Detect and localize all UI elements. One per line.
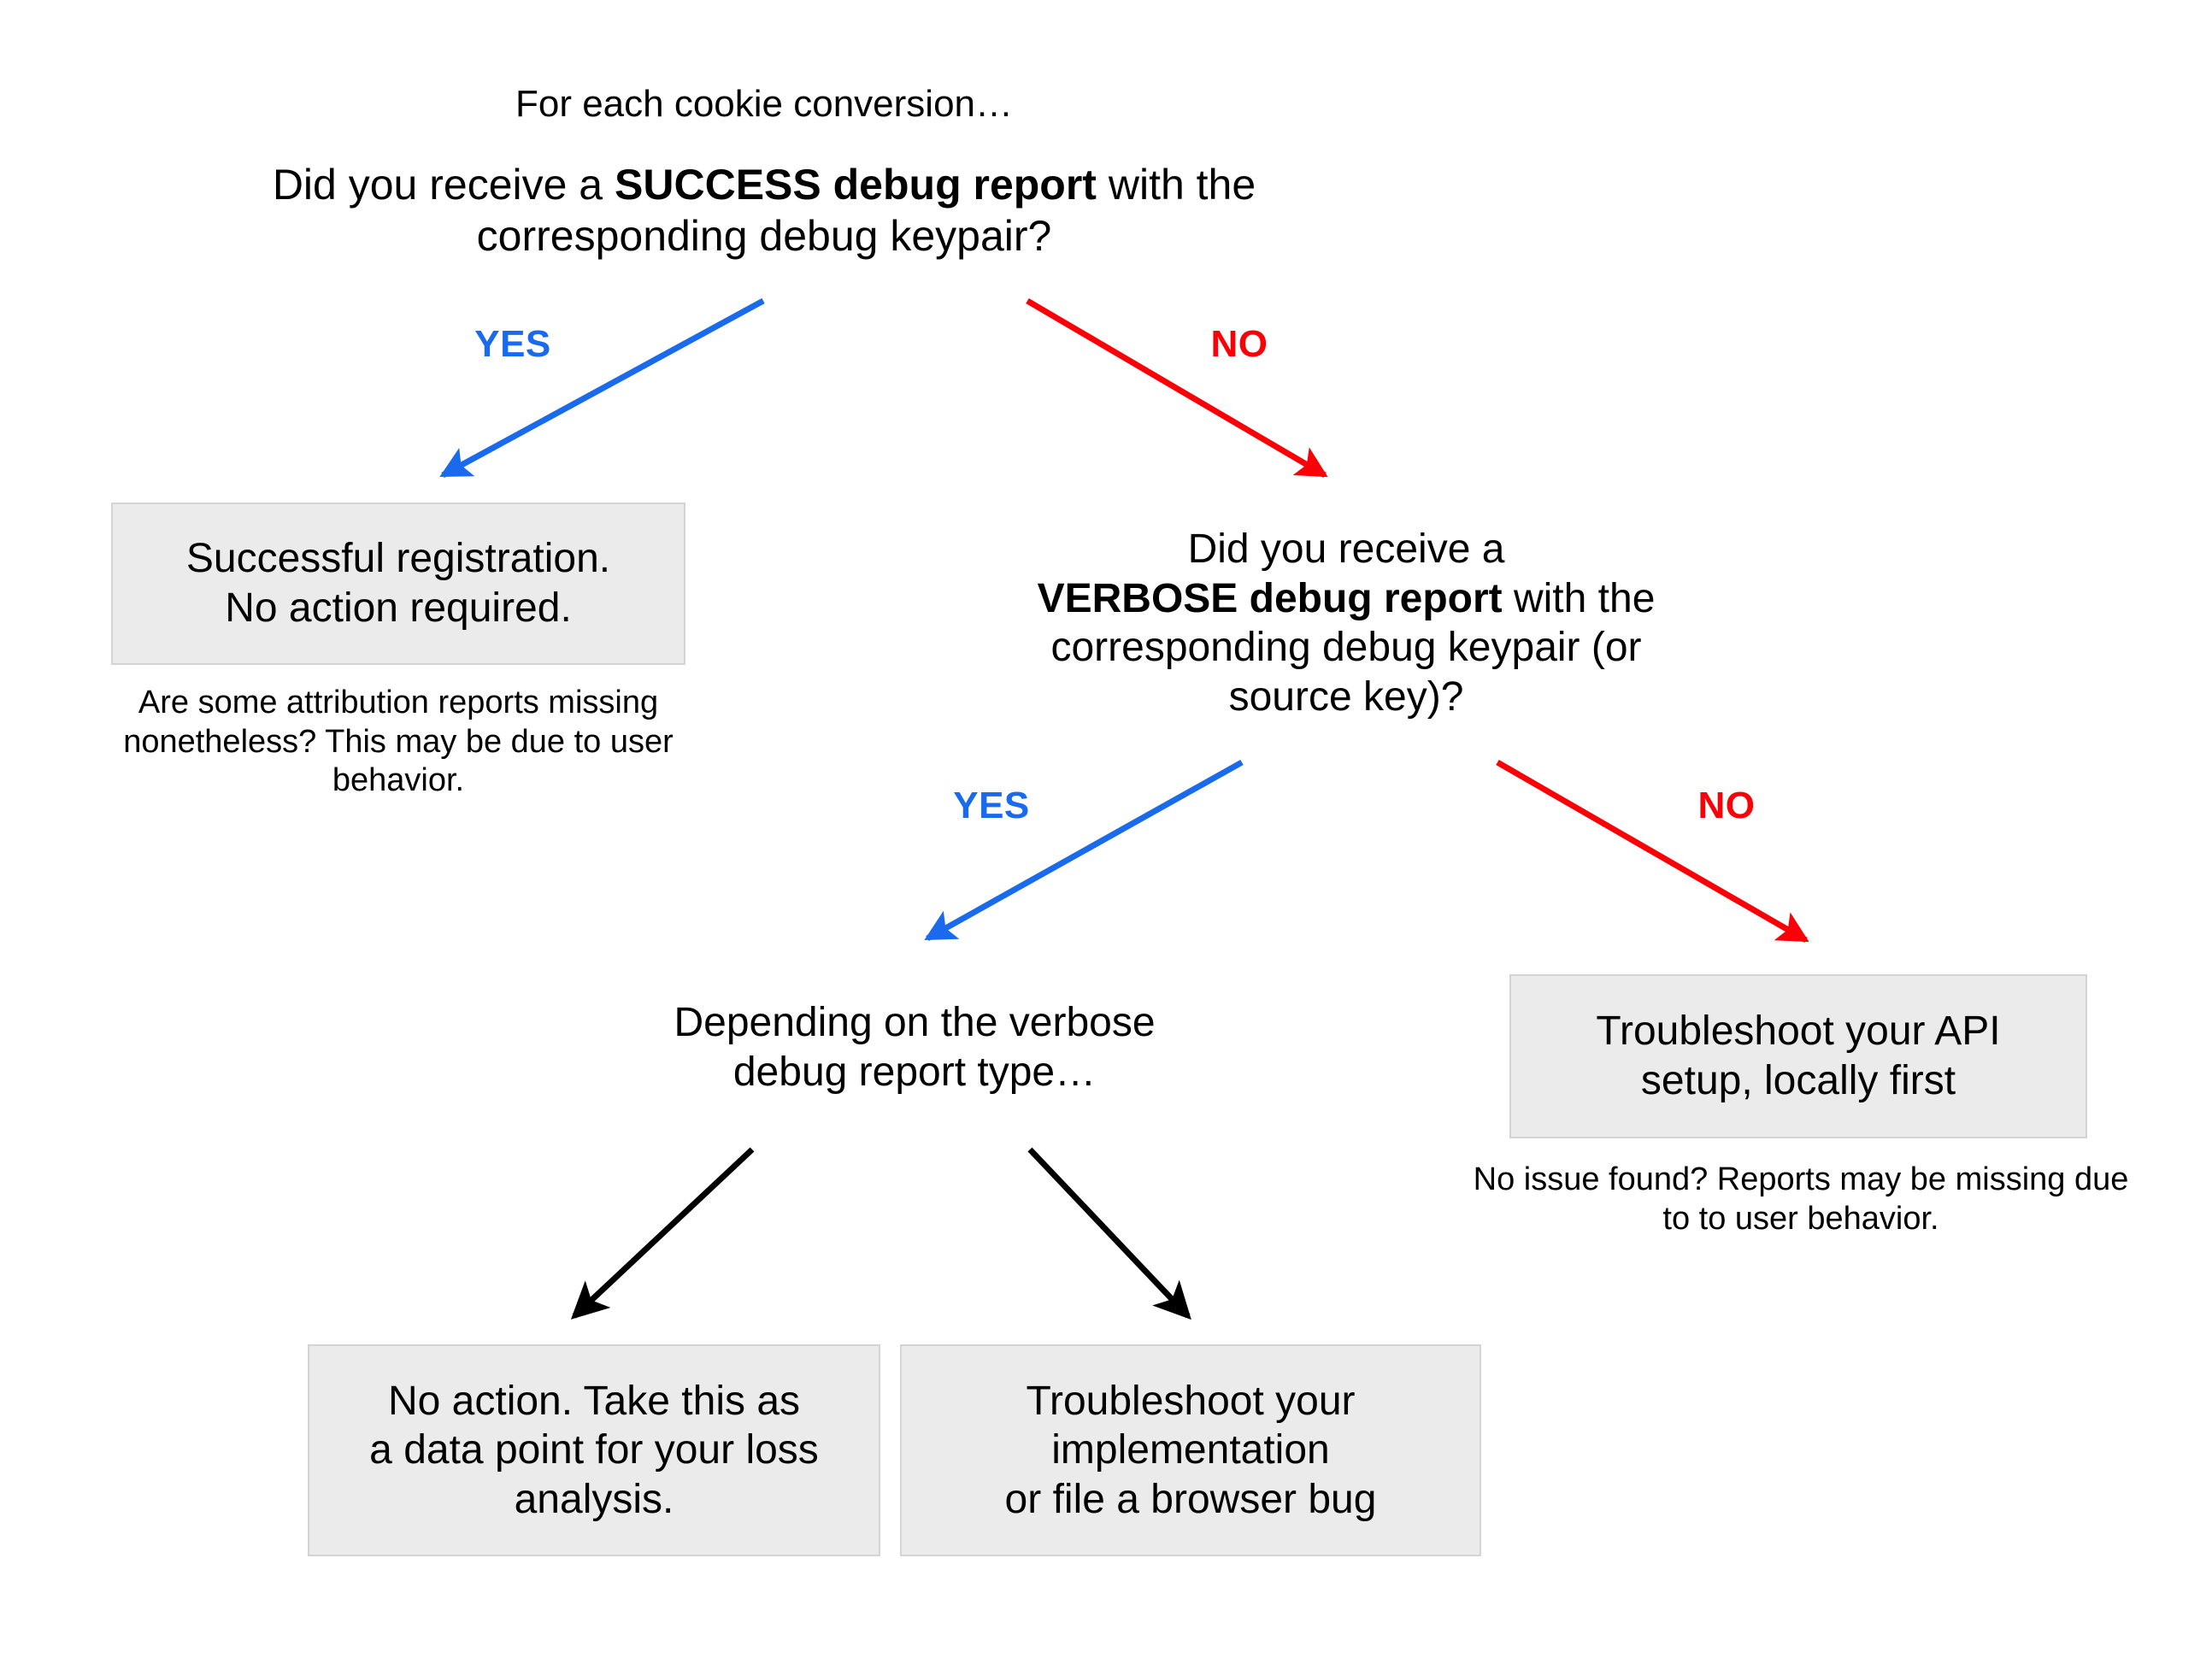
verbose-report-type-text: Depending on the verbose debug report ty… bbox=[674, 1000, 1156, 1095]
arrow-verbose-to-troubleshoot bbox=[1027, 1147, 1191, 1320]
question-2-text: Did you receive a VERBOSE debug report w… bbox=[1009, 525, 1684, 721]
arrow-verbose-to-no-action bbox=[570, 1147, 755, 1320]
question-2-part-2: with the corresponding debug keypair (or… bbox=[1050, 575, 1656, 720]
question-1-part-2: with the corresponding debug keypair? bbox=[476, 161, 1256, 260]
box-no-action-loss-analysis[interactable]: No action. Take this as a data point for… bbox=[308, 1344, 880, 1556]
question-2-part-1: Did you receive a bbox=[1187, 526, 1505, 572]
box-troubleshoot-api-setup[interactable]: Troubleshoot your API setup, locally fir… bbox=[1509, 974, 2087, 1138]
question-1-part-1: Did you receive a bbox=[272, 161, 615, 209]
edge-label-no-1: NO bbox=[1210, 323, 1268, 365]
caption-successful-registration: Are some attribution reports missing non… bbox=[123, 685, 674, 799]
edge-label-no-2: NO bbox=[1697, 785, 1756, 826]
box-successful-registration[interactable]: Successful registration. No action requi… bbox=[111, 503, 685, 665]
intro-text: For each cookie conversion… bbox=[515, 83, 1014, 125]
question-1-emphasis: SUCCESS debug report bbox=[615, 161, 1097, 209]
box-troubleshoot-implementation[interactable]: Troubleshoot your implementation or file… bbox=[900, 1344, 1481, 1556]
question-1-text: Did you receive a SUCCESS debug report w… bbox=[251, 159, 1277, 262]
caption-troubleshoot-api-setup: No issue found? Reports may be missing d… bbox=[1473, 1161, 2129, 1237]
edge-label-yes-1: YES bbox=[474, 323, 551, 365]
question-2-emphasis: VERBOSE debug report bbox=[1037, 575, 1503, 621]
edge-label-yes-2: YES bbox=[953, 785, 1030, 826]
